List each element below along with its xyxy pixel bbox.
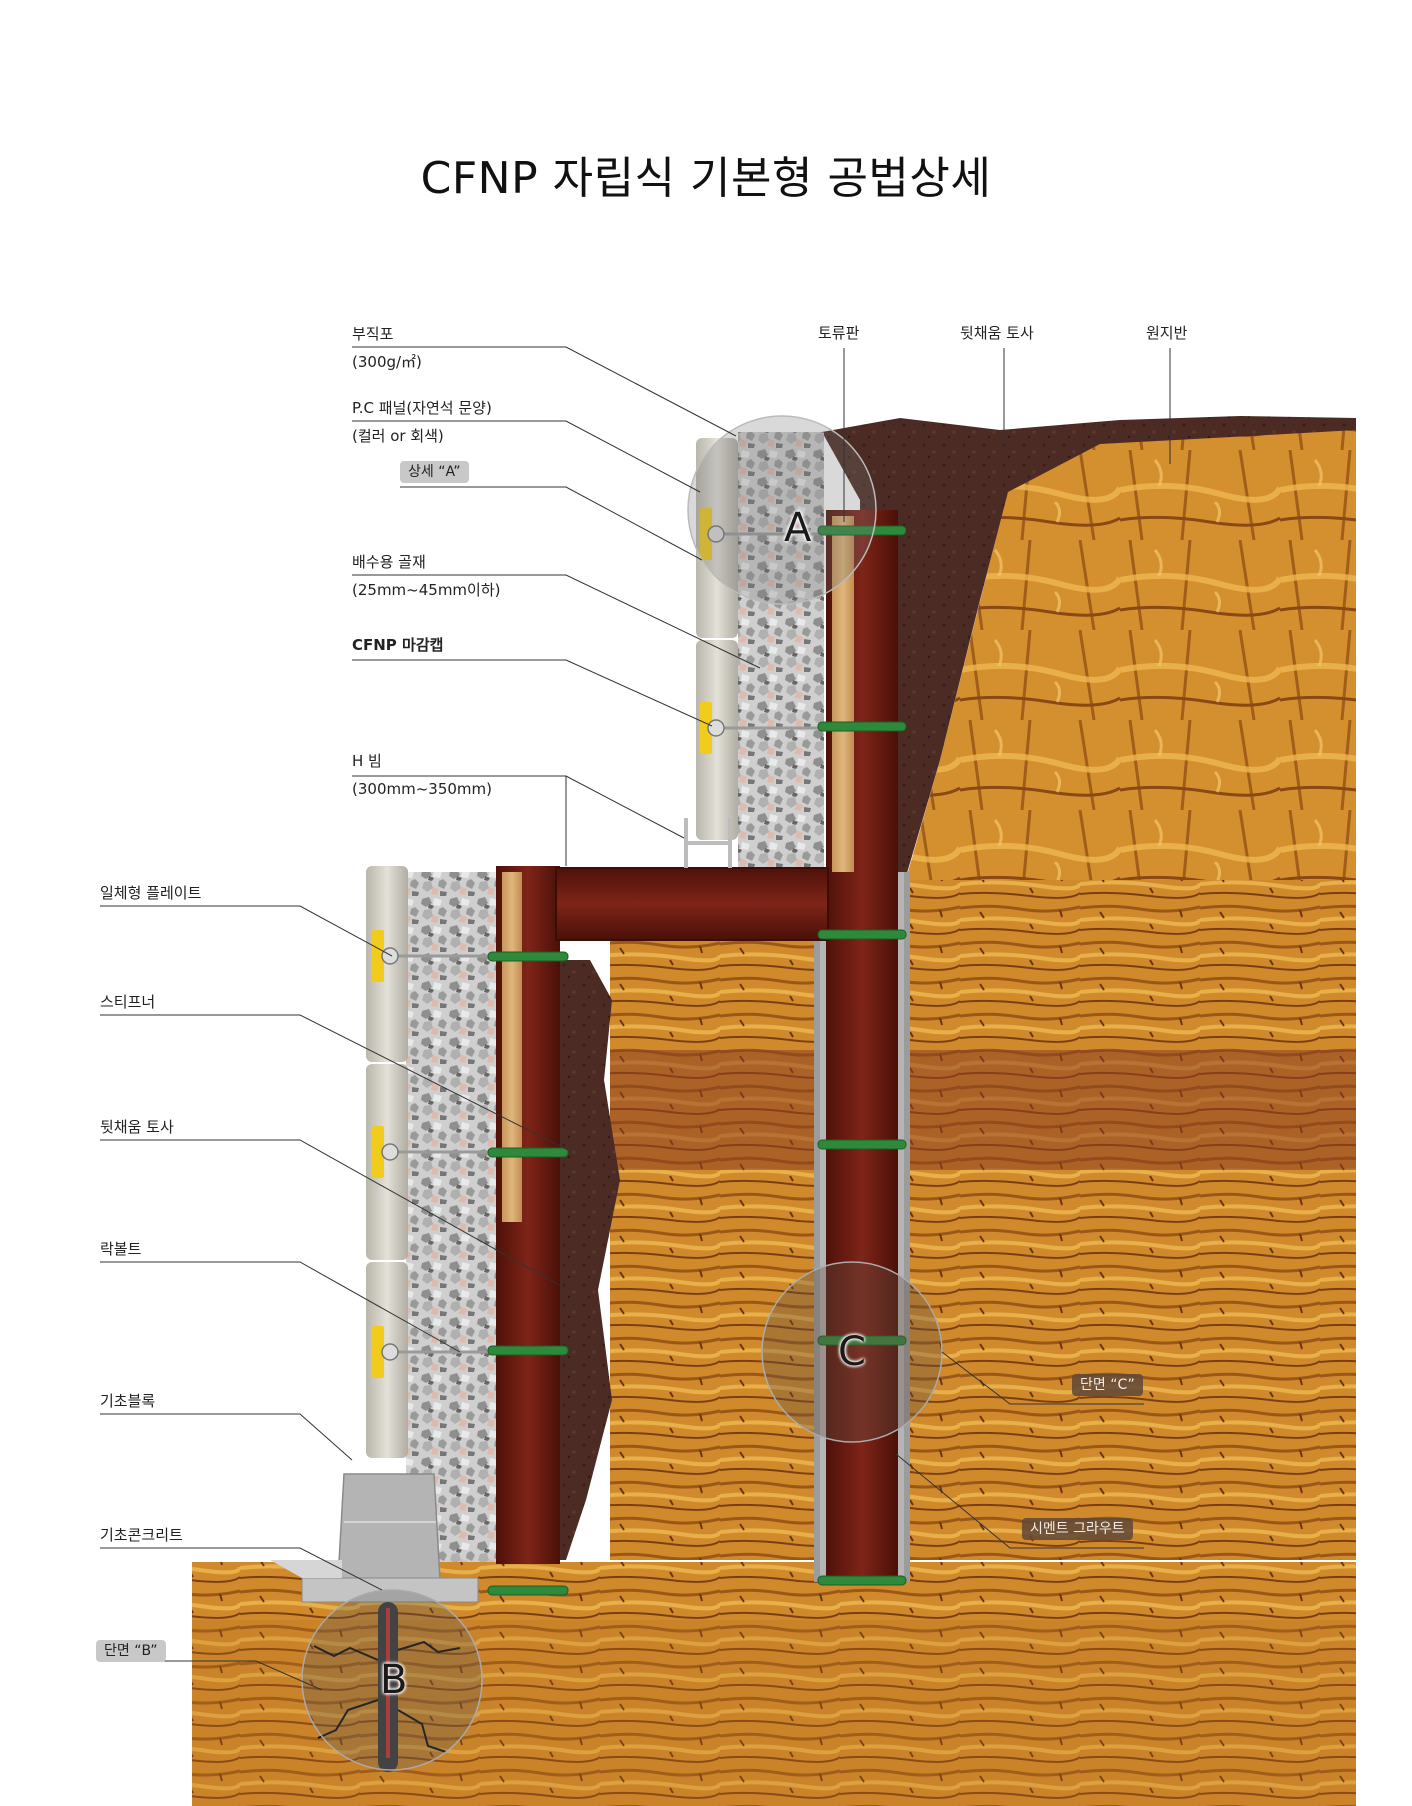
label-stiffener: 스티프너 [100,993,156,1011]
upper-backfill-soil [822,416,1356,880]
cap-a-1 [700,508,712,560]
plate-discs [381,525,725,1361]
foundation-backfill [270,1560,342,1578]
foundation-block [337,1473,441,1581]
cap-a-2 [700,702,712,754]
label-geotextile: 부직포 [352,325,394,343]
h-beam-horizontal-edge [555,867,829,941]
lagging-right [832,516,854,872]
label-h-beam-spec: (300mm~350mm) [352,780,492,798]
label-foundation-block: 기초블록 [100,1392,156,1410]
label-backfill-left: 뒷채움 토사 [100,1118,174,1136]
label-pc-panel: P.C 패널(자연석 문양) [352,399,492,417]
tag-detail-a: 상세 “A” [400,461,469,483]
lower-panel-2 [366,1064,408,1260]
lagging-left [502,872,522,1222]
lower-backfill-soil [556,960,620,1560]
label-finish-cap: CFNP 마감캡 [352,636,444,654]
green-bands [487,525,907,1596]
label-foundation-concrete: 기초콘크리트 [100,1526,183,1544]
tag-section-c: 단면 “C” [1072,1374,1143,1396]
tag-cement-grout: 시멘트 그라우트 [1022,1518,1133,1540]
label-plate: 일체형 플레이트 [100,884,202,902]
upper-panel-2 [696,640,738,840]
tag-section-b: 단면 “B” [96,1640,166,1662]
tie-rods [384,532,828,1354]
middle-rock-strata [610,880,1356,1560]
label-rock-bolt: 락볼트 [100,1240,142,1258]
label-backfill-top: 뒷채움 토사 [960,324,1034,342]
lower-cap-3 [372,1326,384,1378]
lower-gravel-fill [406,872,498,1562]
detail-circle-a [687,415,877,605]
label-lagging: 토류판 [818,324,860,342]
label-pc-panel-spec: (컬러 or 회색) [352,427,444,445]
label-geotextile-spec: (300g/㎡) [352,353,422,371]
red-rock-band [610,1050,1356,1170]
h-beam-small [684,818,732,868]
label-original-ground: 원지반 [1146,324,1188,342]
h-beam-horizontal [556,868,828,940]
label-drain-aggregate-spec: (25mm~45mm이하) [352,581,501,599]
lower-cap-2 [372,1126,384,1178]
detail-circle-b [301,1589,483,1771]
marker-c: C [838,1329,866,1375]
upper-gravel-fill [738,432,824,872]
lower-cap-1 [372,930,384,982]
label-drain-aggregate: 배수용 골재 [352,553,426,571]
page-title: CFNP 자립식 기본형 공법상세 [420,153,992,204]
marker-a: A [784,505,812,551]
crack-lines [313,1640,461,1753]
marker-b: B [380,1657,408,1703]
label-h-beam: H 빔 [352,752,382,770]
leader-lines [100,346,1171,1691]
